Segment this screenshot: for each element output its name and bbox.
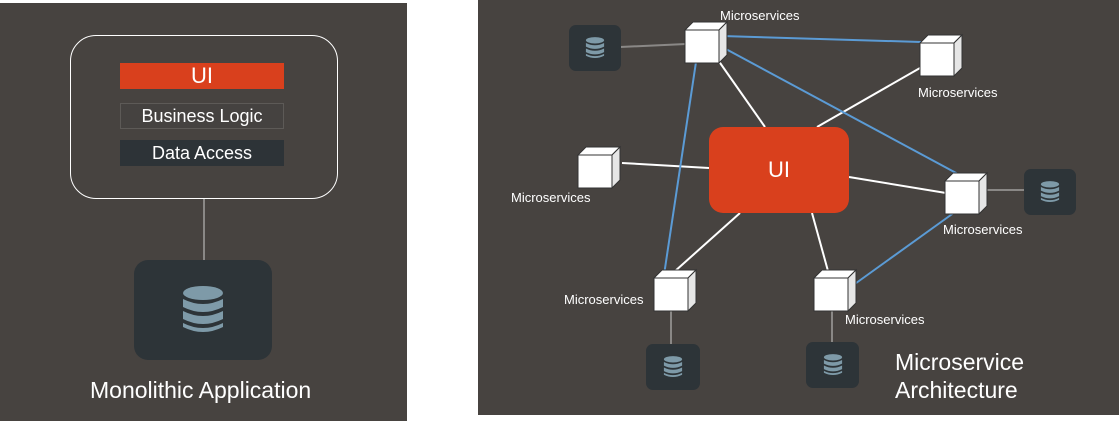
service-database: [569, 25, 621, 71]
database-stack-icon: [1040, 181, 1060, 202]
ui-connector: [816, 67, 921, 128]
service-database: [1024, 169, 1076, 215]
database-stack-icon: [585, 37, 605, 58]
microservice-caption-line2: Architecture: [895, 377, 1018, 403]
monolith-caption: Monolithic Application: [90, 377, 312, 403]
microservice-cube: [943, 171, 989, 216]
business-logic-layer: Business Logic: [120, 103, 284, 129]
database-stack-icon: [663, 356, 683, 377]
data-access-layer: Data Access: [120, 140, 284, 166]
ui-connector: [717, 59, 766, 128]
service-link: [851, 211, 956, 287]
ui-connector: [621, 162, 710, 169]
microservice-cube: [918, 33, 964, 78]
microservice-label: Microservices: [564, 292, 644, 307]
ui-connector: [848, 176, 947, 194]
monolith-database: [134, 260, 272, 360]
service-link: [723, 47, 959, 175]
microservice-ui-node: UI: [709, 127, 849, 213]
microservice-label: Microservices: [720, 8, 800, 23]
monolith-app-container: [70, 35, 338, 199]
microservice-label: Microservices: [845, 312, 925, 327]
service-database: [646, 344, 700, 390]
microservice-label: Microservices: [918, 85, 998, 100]
database-stack-icon: [823, 354, 842, 375]
microservice-cube: [812, 268, 858, 313]
ui-connector: [811, 212, 829, 272]
db-connector: [619, 43, 687, 48]
ui-layer: UI: [120, 63, 284, 89]
microservice-label: Microservices: [511, 190, 591, 205]
microservice-cube: [652, 268, 698, 313]
microservice-cube: [576, 145, 622, 190]
microservice-cube: [683, 20, 729, 65]
service-link: [721, 35, 922, 43]
microservice-caption-line1: Microservice: [895, 349, 1025, 375]
service-database: [806, 342, 859, 388]
service-link: [663, 61, 697, 276]
ui-connector: [673, 212, 741, 273]
microservice-label: Microservices: [943, 222, 1023, 237]
database-stack-icon: [183, 286, 223, 332]
